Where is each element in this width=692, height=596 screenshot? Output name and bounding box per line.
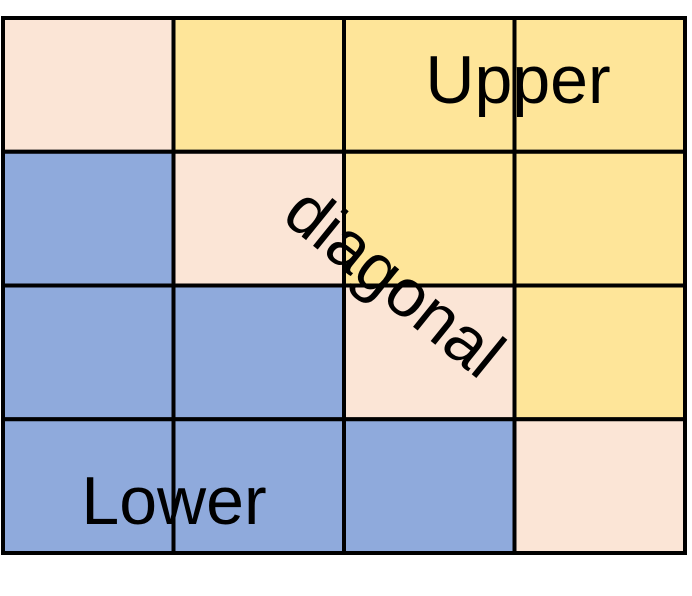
upper-cell-r0-c1 [171,16,346,154]
diagonal-cell-r0-c0 [1,16,176,154]
matrix-cells [1,16,687,555]
upper-cell-r1-c3 [512,149,687,288]
upper-cell-r2-c3 [512,283,687,422]
lower-cell-r2-c1 [171,283,346,422]
diagonal-cell-r1-c1 [171,149,346,288]
lower-cell-r3-c2 [342,417,517,555]
lower-cell-r3-c1 [171,417,346,555]
lower-cell-r1-c0 [1,149,176,288]
lower-label: Lower [81,463,266,539]
lower-cell-r2-c0 [1,283,176,422]
diagonal-cell-r3-c3 [512,417,687,555]
upper-label: Upper [425,42,610,118]
upper-cell-r0-c3 [512,16,687,154]
lower-cell-r3-c0 [1,417,176,555]
